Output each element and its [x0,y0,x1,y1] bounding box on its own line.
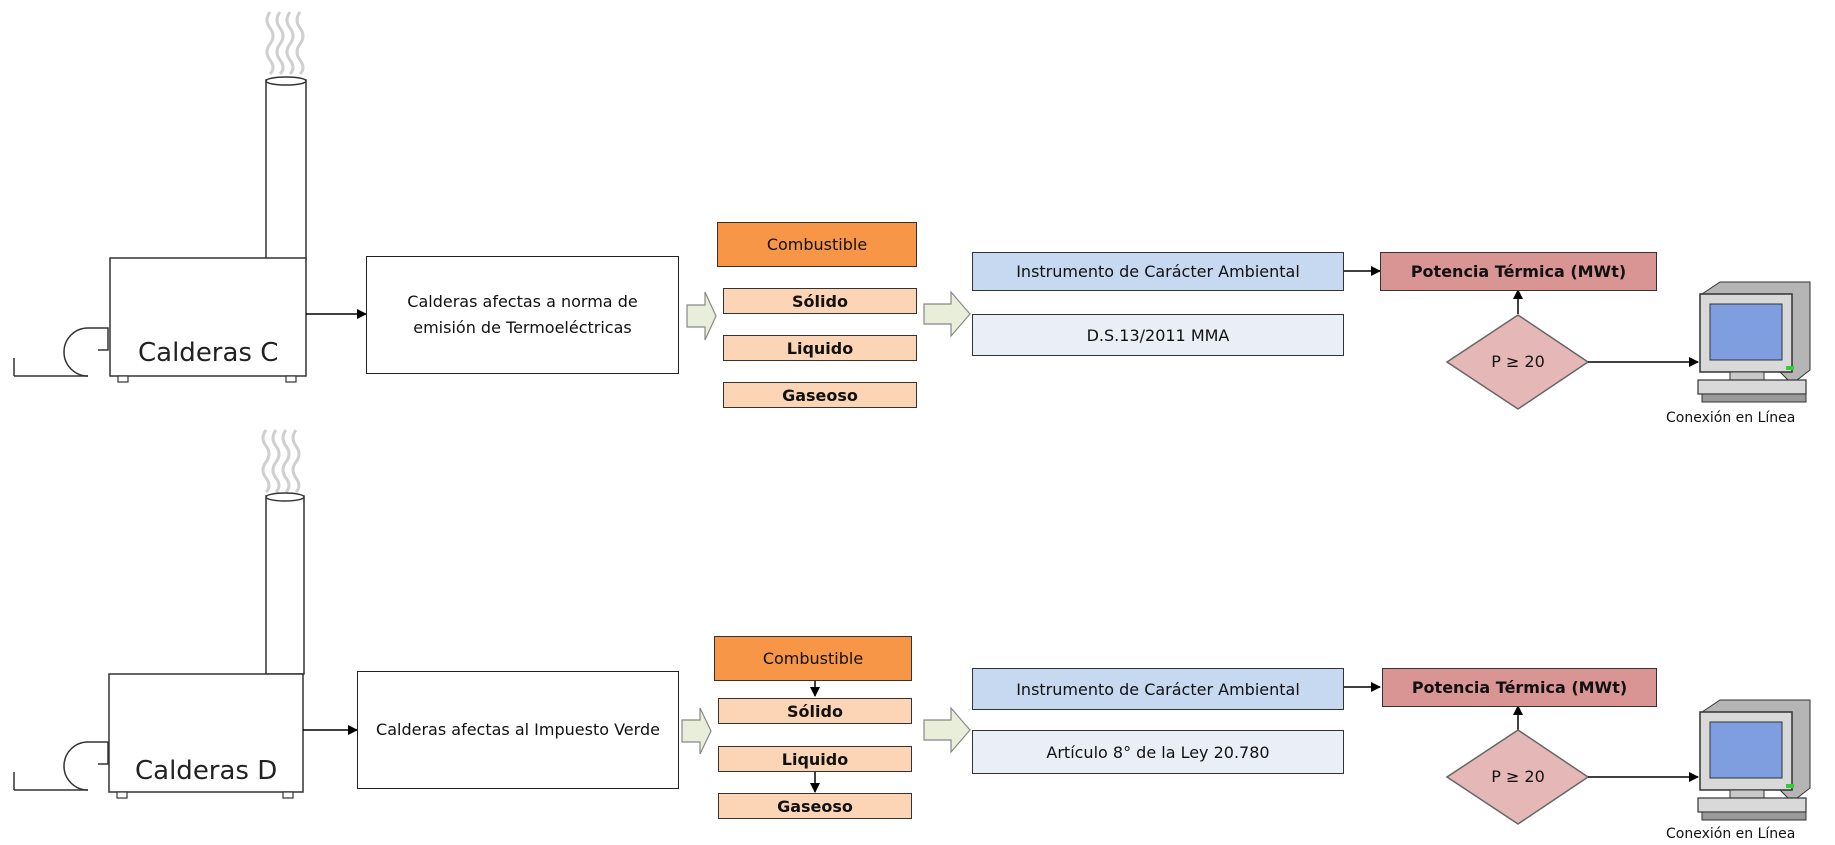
chimney-icon [265,492,305,675]
regulation-box: D.S.13/2011 MMA [972,314,1344,356]
instrument-box: Instrumento de Carácter Ambiental [972,668,1344,710]
boiler-icon [108,673,304,799]
boiler-label: Calderas C [138,338,279,368]
condition-label: P ≥ 20 [1491,767,1545,786]
flow-arrow-icon [681,707,712,755]
instrument-box: Instrumento de Carácter Ambiental [972,252,1344,291]
smoke-icon [261,429,301,494]
power-box: Potencia Térmica (MWt) [1382,668,1657,707]
description-box: Calderas afectas al Impuesto Verde [357,671,679,789]
computer-caption: Conexión en Línea [1666,826,1796,842]
description-box: Calderas afectas a norma de emisión de T… [366,256,679,374]
flow-arrow-icon [923,290,971,338]
computer-icon [1697,699,1811,821]
power-box: Potencia Térmica (MWt) [1380,252,1657,291]
computer-caption: Conexión en Línea [1666,410,1796,426]
boiler-icon [109,257,307,383]
fan-icon [13,741,109,791]
fuel-header: Combustible [714,636,912,681]
fuel-item: Sólido [718,698,912,724]
fuel-item: Liquido [718,746,912,772]
fuel-item: Liquido [723,335,917,361]
flow-arrow-icon [923,706,971,754]
computer-icon [1697,281,1811,403]
condition-label: P ≥ 20 [1491,352,1545,371]
boiler-label: Calderas D [135,756,278,786]
condition-diamond [1445,314,1590,410]
regulation-box: Artículo 8° de la Ley 20.780 [972,730,1344,774]
fuel-header: Combustible [717,222,917,267]
fan-icon [13,327,109,377]
chimney-icon [265,76,307,261]
smoke-icon [265,11,305,76]
flow-arrow-icon [686,291,717,341]
condition-diamond [1445,729,1590,825]
fuel-item: Sólido [723,288,917,314]
fuel-item: Gaseoso [718,793,912,819]
fuel-item: Gaseoso [723,382,917,408]
